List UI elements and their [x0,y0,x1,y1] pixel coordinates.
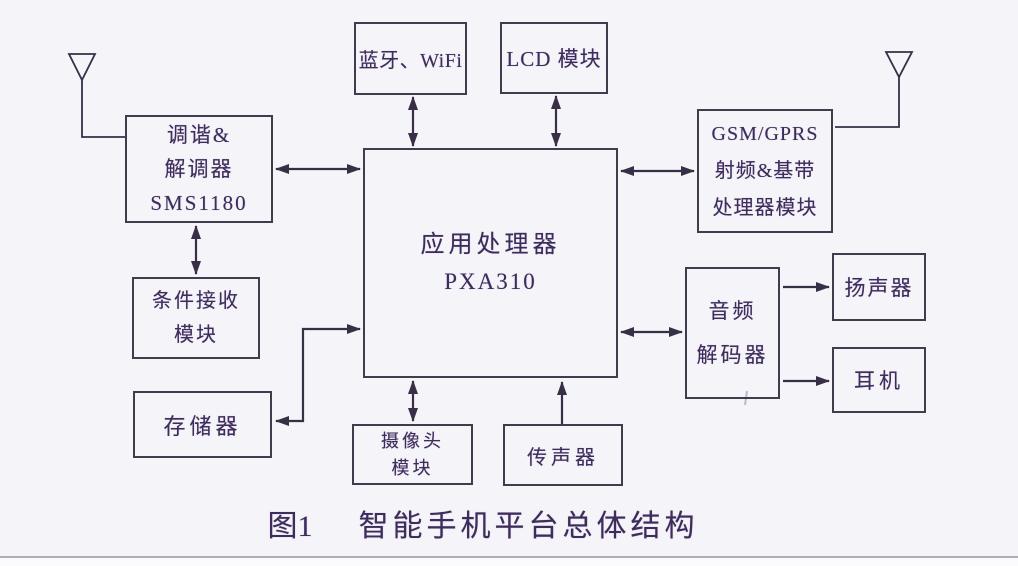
box-label-line: 调谐& [166,122,232,147]
box-tuner-demodulator: 调谐& 解调器 SMS1180 [125,115,273,223]
box-audio-decoder: 音频 解码器 [685,267,780,399]
box-label-line: 耳机 [854,369,904,393]
box-label-line: 传声器 [527,446,599,469]
scan-edge-line [0,556,1018,558]
box-label-line: 音频 [708,298,757,323]
box-microphone: 传声器 [503,424,623,486]
box-label-line: PXA310 [444,268,537,294]
box-label-line: 解码器 [696,343,769,367]
box-label-line: 射频&基带 [714,159,816,182]
box-earphone: 耳机 [832,347,926,413]
box-conditional-access: 条件接收 模块 [132,277,260,359]
box-label-line: 蓝牙、WiFi [358,50,463,72]
box-label-line: 模块 [174,324,218,346]
connector-memory-processor [275,324,361,426]
antenna-icon-right [835,51,914,128]
box-label-line: 条件接收 [152,290,240,312]
box-label-line: 摄像头 [381,430,444,451]
box-lcd-module: LCD 模块 [500,22,608,94]
box-gsm-gprs-rf-baseband: GSM/GPRS 射频&基带 处理器模块 [697,109,833,233]
box-label-line: 处理器模块 [712,196,818,219]
figure-number: 图1 [267,510,313,543]
scan-footer-strip [0,558,1018,566]
box-label-line: 存储器 [163,413,242,439]
box-label-line: SMS1180 [150,191,248,215]
box-speaker: 扬声器 [832,253,926,321]
antenna-icon-left [67,53,125,138]
box-label-line: 扬声器 [844,276,914,300]
figure-title: 智能手机平台总体结构 [358,510,699,543]
box-camera-module: 摄像头 模块 [352,424,473,485]
box-application-processor: 应用处理器 PXA310 [363,148,618,378]
box-label-line: GSM/GPRS [711,122,819,145]
box-label-line: 模块 [391,457,434,478]
box-memory: 存储器 [133,391,272,458]
box-label-line: LCD 模块 [506,47,602,71]
box-label-line: 应用处理器 [420,231,561,258]
box-label-line: 解调器 [164,156,234,181]
figure-caption: 图1 智能手机平台总体结构 [0,501,992,545]
box-bluetooth-wifi: 蓝牙、WiFi [354,22,467,95]
